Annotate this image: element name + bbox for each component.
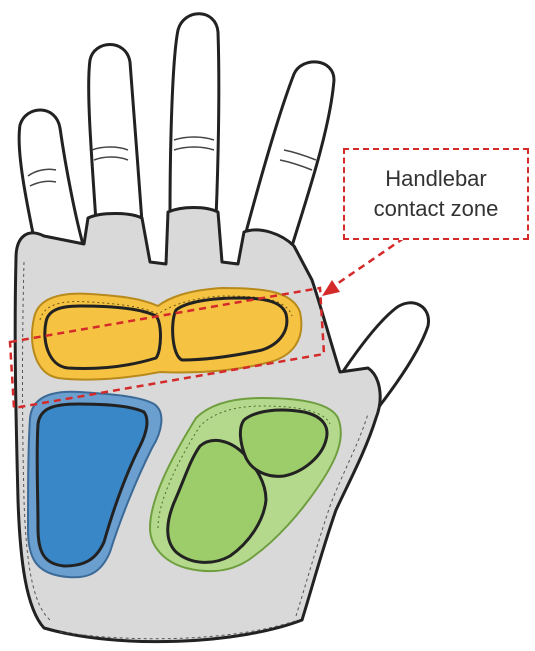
callout-line-1: Handlebar <box>385 164 487 194</box>
handlebar-contact-zone-label: Handlebar contact zone <box>343 148 529 240</box>
index-finger <box>246 62 334 246</box>
pinky-finger <box>19 110 84 248</box>
callout-line-2: contact zone <box>374 194 499 224</box>
ring-finger <box>89 45 142 223</box>
pointer-arrow <box>322 238 404 296</box>
yellow-pad-left <box>45 306 161 369</box>
middle-finger <box>170 14 219 218</box>
